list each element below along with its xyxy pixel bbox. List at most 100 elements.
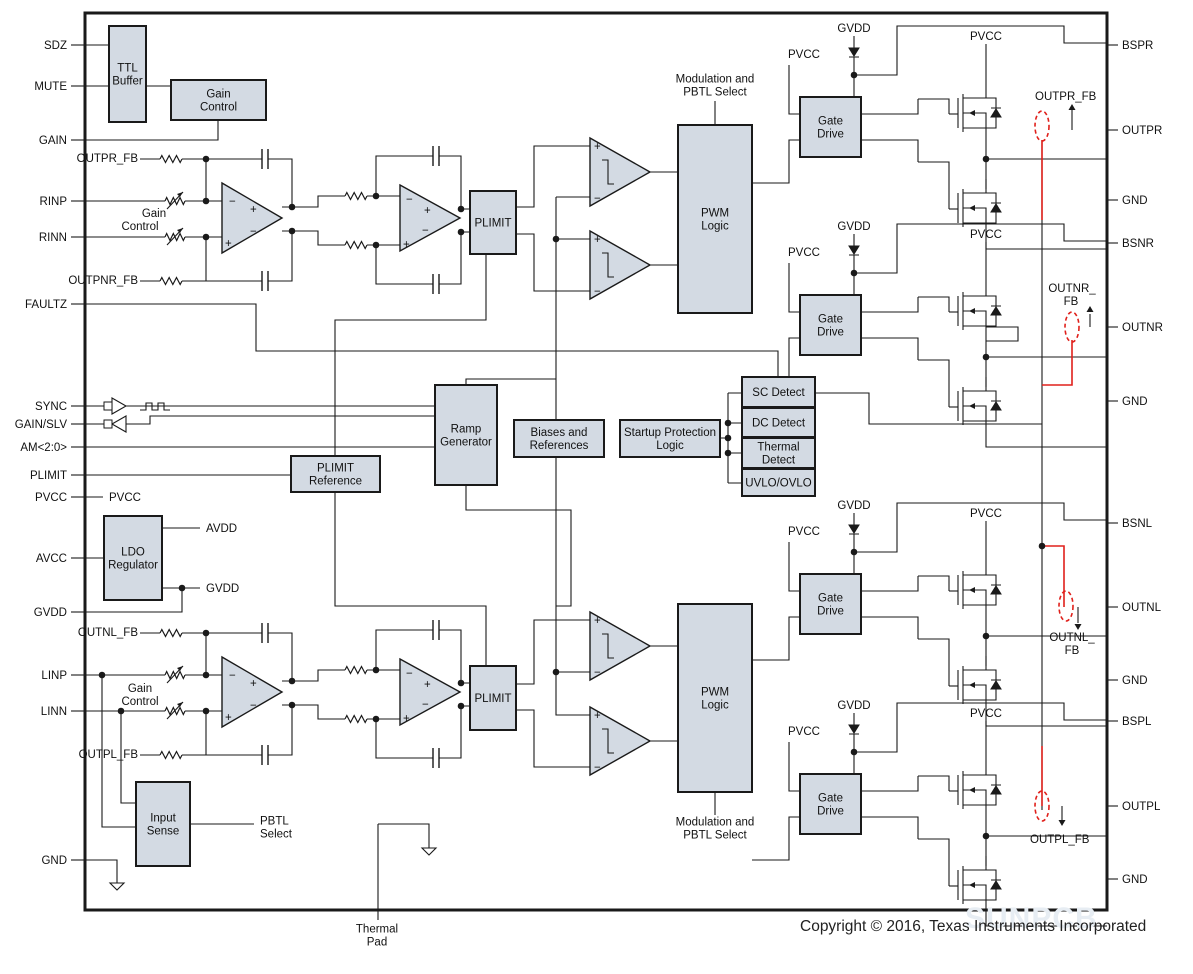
gvdd-label: GVDD	[206, 583, 239, 595]
thermal-detect-block-label: Thermal	[757, 442, 799, 454]
left-channel-amp-link	[282, 669, 345, 720]
bottom-comp-plus: +	[594, 615, 601, 627]
gain-control-bottom-label: Gain	[128, 683, 152, 695]
fb-break-marker-2	[1064, 311, 1080, 343]
right-channel-fb-top-label: OUTPR_FB	[77, 153, 139, 165]
outnr-stage-pvcc-wire	[788, 263, 800, 313]
bottom-comp-plus: +	[594, 710, 601, 722]
outnr-stage-low-side-mosfet-arrow	[969, 403, 975, 409]
right-channel-amp2-inputs	[367, 195, 400, 246]
pbtl-select-label: Select	[260, 829, 293, 841]
left-channel-amp1-inputs	[185, 674, 222, 712]
outnl-stage-gvdd-label: GVDD	[837, 500, 870, 512]
left-channel-fb-resistor-bottom	[159, 750, 183, 760]
bottom-comp-minus: −	[594, 667, 601, 679]
sc-detect-block	[741, 376, 816, 408]
top-comp-minus: −	[594, 286, 601, 298]
outnr-stage-gate-wires	[861, 297, 919, 360]
outnr-fb-tap	[986, 314, 1091, 342]
plimit-reference-block	[290, 455, 381, 493]
ramp-to-comparators	[555, 196, 590, 716]
outpl-stage-gate-drive-block-label: Drive	[817, 806, 844, 818]
outpr-stage-low-side-mosfet-arrow	[969, 205, 975, 211]
outnl-stage-pvcc-wire	[788, 542, 800, 592]
pin-gvdd: GVDD	[34, 607, 67, 619]
junction-dot	[202, 671, 210, 679]
sc-detect-block-label: SC Detect	[752, 387, 805, 399]
right-channel-cap-2b	[432, 274, 440, 294]
junction-dot	[457, 679, 465, 687]
right-channel-opamp-1-plus-2: +	[225, 238, 232, 250]
outpr-stage-gate-to-fet	[918, 98, 950, 209]
outnr-stage-high-side-body-diode	[990, 305, 1002, 316]
right-channel-input-wire	[85, 200, 165, 238]
left-channel-input-resistor-p-arrowhead	[177, 666, 183, 671]
startup-protection-block-label: Startup Protection	[624, 427, 716, 439]
pwm-logic-top-block-label: Logic	[701, 221, 729, 233]
junction-dot	[457, 702, 465, 710]
outpr-stage-high-side-mosfet-arrow	[969, 110, 975, 116]
outpl-stage-low-side-mosfet-arrow	[969, 882, 975, 888]
junction-dot	[982, 632, 990, 640]
dc-detect-block	[741, 407, 816, 438]
outpl-stage-gnd-wire	[985, 916, 1107, 927]
left-channel-opamp-2-plus: +	[424, 679, 431, 691]
control-wires	[85, 44, 219, 141]
plimit-top-block	[469, 190, 517, 255]
outnl-stage-high-side-mosfet-arrow	[969, 587, 975, 593]
pin-rinn: RINN	[39, 232, 67, 244]
pin-gain-slv: GAIN/SLV	[15, 419, 68, 431]
outpl-fb-arrow	[1058, 820, 1066, 826]
uvlo-ovlo-block-label: UVLO/OVLO	[745, 478, 812, 490]
outnr-stage-gate-drive-block-label: Gate	[818, 314, 843, 326]
left-channel-amp2-fb-bot	[375, 706, 462, 759]
left-channel-opamp-2-minus: −	[406, 668, 413, 680]
right-channel-amp2-fb-bot	[375, 232, 462, 285]
outnr-stage-pwm-to-gate	[752, 337, 800, 382]
pin-avcc: AVCC	[36, 553, 67, 565]
plimit-ref-top	[334, 254, 487, 456]
sync-buffer-icon	[110, 397, 128, 433]
outnr-stage-gate-to-fet	[918, 296, 950, 407]
junction-dot	[850, 748, 858, 756]
junction-dot	[552, 235, 560, 243]
outnl-stage-pwm-to-gate	[752, 616, 800, 661]
outnl-fb-label: OUTNL_	[1049, 632, 1095, 644]
thermal-pad-label: Pad	[367, 937, 387, 949]
junction-dot	[850, 269, 858, 277]
pwm-logic-bottom-block-label: PWM	[701, 687, 729, 699]
right-channel-resistor-2a	[344, 191, 368, 201]
right-channel-amp-link	[282, 195, 345, 246]
input-sense-block-label: Sense	[147, 826, 180, 838]
right-channel-amp1-fb-bot	[182, 231, 293, 282]
junction-dot	[372, 241, 380, 249]
outpl-stage-pvcc-wire	[788, 742, 800, 792]
outnr-stage-bs-wire	[853, 223, 1107, 295]
fb-break-marker-3	[1058, 590, 1074, 622]
dc-detect-block-label: DC Detect	[752, 418, 806, 430]
outpl-stage-pvcc-label: PVCC	[788, 726, 820, 738]
left-channel-opamp-2-plus-2: +	[403, 713, 410, 725]
outpl-stage-out-wire	[985, 821, 1107, 866]
fb-break-marker-1	[1034, 110, 1050, 142]
plimit-reference-block-label: PLIMIT	[317, 463, 354, 475]
right-channel-fb-bottom-label: OUTPNR_FB	[68, 275, 138, 287]
outpl-stage-bs-wire	[853, 702, 1107, 774]
outpl-fb-label: OUTPL_FB	[1030, 834, 1090, 846]
outnl-stage-gate-wires	[861, 576, 919, 639]
pwm-logic-top-block	[677, 124, 753, 314]
junction-dot	[372, 192, 380, 200]
pin-bsnl: BSNL	[1122, 518, 1153, 530]
red-fb-path	[1042, 545, 1065, 607]
pvcc-out-label: PVCC	[109, 492, 141, 504]
junction-dot	[982, 353, 990, 361]
outnr-stage-low-side-body-diode	[990, 400, 1002, 411]
am-plimit-wires	[85, 446, 435, 476]
ramp-to-bottom	[465, 485, 572, 607]
outpr-stage-pvcc-top-label: PVCC	[970, 31, 1002, 43]
modulation-bottom-label: PBTL Select	[683, 830, 747, 842]
sync-wires	[85, 405, 435, 425]
left-channel-resistor-2b	[344, 714, 368, 724]
plimit-reference-block-label: Reference	[309, 476, 362, 488]
